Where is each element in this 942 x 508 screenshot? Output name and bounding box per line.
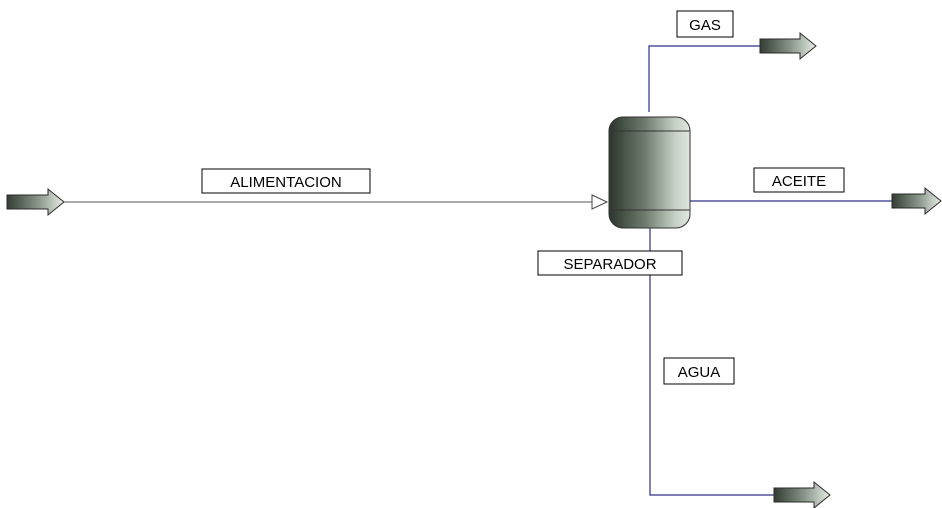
- stream-agua[interactable]: AGUA: [649, 226, 831, 508]
- material-stream-arrow-icon[interactable]: [773, 480, 831, 508]
- unit-label-separador-text: SEPARADOR: [563, 256, 656, 273]
- material-stream-arrow-icon[interactable]: [6, 187, 65, 217]
- stream-label-alimentacion[interactable]: ALIMENTACION: [201, 168, 371, 194]
- stream-label-aceite-text: ACEITE: [772, 173, 826, 190]
- stream-label-gas-text: GAS: [689, 17, 721, 34]
- separator-inlet-port-icon: [591, 194, 609, 210]
- stream-gas[interactable]: GAS: [648, 10, 817, 112]
- stream-label-aceite[interactable]: ACEITE: [753, 167, 845, 193]
- agua-line: [649, 226, 774, 496]
- stream-aceite[interactable]: ACEITE: [690, 167, 942, 216]
- stream-label-agua-text: AGUA: [678, 364, 721, 381]
- unit-label-separador[interactable]: SEPARADOR: [537, 250, 683, 276]
- separator-unit[interactable]: SEPARADOR: [537, 116, 691, 276]
- stream-alimentacion[interactable]: ALIMENTACION: [6, 168, 609, 217]
- material-stream-arrow-icon[interactable]: [759, 31, 817, 61]
- separator-vessel-icon[interactable]: [608, 116, 691, 229]
- stream-label-gas[interactable]: GAS: [676, 10, 734, 38]
- stream-label-alimentacion-text: ALIMENTACION: [230, 174, 341, 191]
- gas-line: [648, 45, 760, 112]
- material-stream-arrow-icon[interactable]: [891, 186, 942, 216]
- stream-label-agua[interactable]: AGUA: [663, 357, 735, 385]
